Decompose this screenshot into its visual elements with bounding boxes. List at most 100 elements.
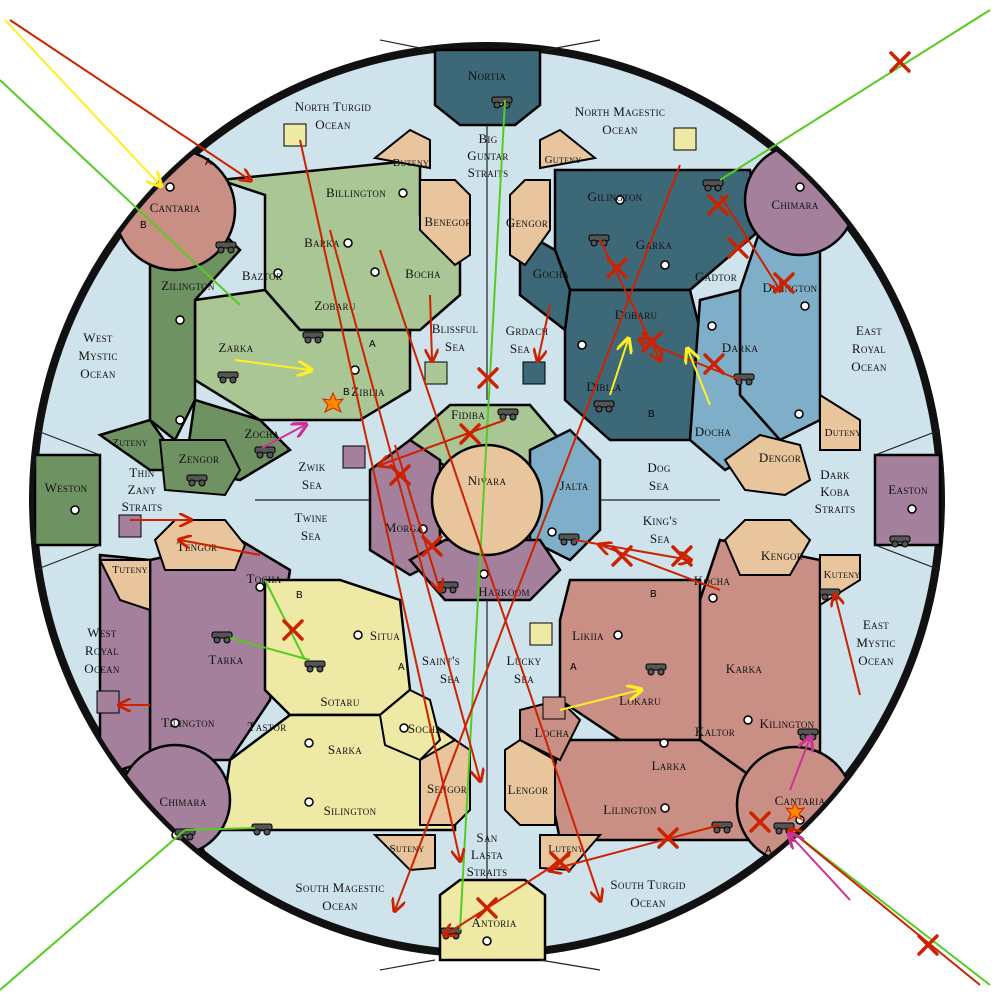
failed-order-x-icon [641, 331, 663, 353]
label-bocha-nw: Bocha [405, 266, 441, 281]
territory-sengor[interactable] [419, 738, 471, 826]
label-gengor: Gengor [506, 215, 548, 230]
label-gadtor: Gadtor [695, 269, 737, 284]
sea-thin-zany-line1: Thin [129, 465, 154, 480]
order-arrow-icon [538, 304, 551, 360]
territory-easton[interactable] [873, 453, 942, 547]
supply-center-icon [175, 415, 185, 425]
order-arrow-icon [394, 444, 440, 590]
label-chimara-sw: Chimara [159, 794, 206, 809]
supply-center-icon [70, 505, 80, 515]
territory-weston[interactable] [34, 453, 102, 547]
order-arrow-icon [719, 9, 991, 181]
fleet-icon [424, 361, 448, 385]
sea-east-royal-line3: Ocean [851, 359, 887, 374]
label-ziblia: Ziblia [351, 384, 385, 399]
fleet-icon [529, 622, 553, 646]
label-lokaru: Lokaru [619, 693, 661, 708]
label-kilington: Kilington [760, 716, 815, 731]
sea-thin-zany-line2: Zany [128, 482, 157, 497]
label-docha: Docha [695, 424, 732, 439]
artillery-unit-icon [211, 631, 233, 644]
sea-east-mystic-line2: Mystic [856, 635, 895, 650]
order-arrow-icon [790, 835, 851, 901]
territory-guteny[interactable] [539, 128, 598, 170]
fleet-icon [283, 123, 307, 147]
label-zobaru: Zobaru [314, 298, 355, 313]
territory-gengor[interactable] [509, 179, 551, 267]
artillery-unit-icon [702, 179, 724, 192]
label-locha: Locha [535, 725, 570, 740]
label-suteny: Suteny [389, 843, 424, 855]
sea-borders [34, 39, 941, 971]
label-nortia: Nortia [468, 68, 506, 83]
territory-nortia[interactable] [433, 48, 542, 127]
territory-nivara[interactable] [430, 443, 544, 557]
label-garka: Garka [636, 237, 673, 252]
sea-lucky-line1: Lucky [507, 653, 542, 668]
order-arrow-icon [459, 99, 506, 931]
fleet-markers [96, 123, 697, 720]
sea-lucky-line2: Sea [514, 671, 534, 686]
territory-dengor[interactable] [723, 433, 812, 497]
territory-antoria[interactable] [438, 878, 547, 962]
order-arrow-icon [835, 595, 861, 696]
order-arrow-icon [9, 19, 250, 180]
failed-order-x-icon [773, 272, 795, 294]
label-fidiba: Fidiba [451, 407, 485, 422]
sea-north-magestic-line2: Ocean [602, 122, 638, 137]
order-arrow-icon [789, 829, 991, 986]
marker-a: A [369, 339, 376, 350]
sea-west-royal-line2: Royal [85, 643, 119, 658]
failed-order-x-icon [889, 51, 911, 73]
order-arrow-icon [688, 350, 711, 406]
territory-zobaru[interactable] [193, 288, 412, 422]
sea-big-guntar-line2: Guntar [467, 148, 508, 163]
label-antoria: Antoria [471, 915, 517, 930]
sea-dog-line2: Sea [649, 478, 669, 493]
label-tarka: Tarka [209, 652, 244, 667]
sea-north-turgid-line2: Ocean [315, 117, 351, 132]
failed-order-x-icon [389, 464, 411, 486]
artillery-unit-icon [215, 241, 237, 254]
supply-center-icon [659, 738, 669, 748]
territory-kengor[interactable] [723, 519, 812, 576]
sea-west-mystic-line2: Mystic [78, 348, 117, 363]
marker-b: B [296, 590, 303, 601]
territory-zengor[interactable] [158, 439, 242, 497]
territory-tuteny[interactable] [98, 559, 151, 612]
order-arrow-icon [789, 738, 810, 791]
order-arrow-icon [184, 827, 256, 831]
territory-buteny[interactable] [372, 128, 431, 170]
artillery-unit-icon [302, 331, 324, 344]
sea-big-guntar-line1: Big [478, 131, 497, 146]
label-guteny: Guteny [545, 154, 582, 166]
sea-blissful-line1: Blissful [432, 321, 479, 336]
order-arrow-icon [550, 824, 721, 870]
sea-twine-line1: Twine [295, 510, 328, 525]
marker-a: A [765, 845, 772, 856]
marker-b: B [140, 220, 147, 231]
label-kocha: Kocha [694, 573, 731, 588]
supply-center-icon [613, 630, 623, 640]
territory-duteny[interactable] [819, 393, 861, 451]
artillery-unit-icon [593, 400, 615, 413]
supply-center-icon [398, 188, 408, 198]
order-arrow-icon [609, 340, 628, 396]
failed-order-x-icon [703, 353, 725, 375]
territory-benegor[interactable] [419, 179, 471, 267]
supply-center-icon [255, 582, 265, 592]
label-tuteny: Tuteny [112, 564, 148, 576]
territory-socha[interactable] [378, 688, 442, 762]
supply-center-icon [660, 803, 670, 813]
marker-a: A [398, 662, 405, 673]
label-weston: Weston [45, 480, 88, 495]
failed-order-x-icon [611, 545, 633, 567]
sea-grdach-line2: Sea [510, 341, 530, 356]
order-arrow-icon [380, 419, 506, 465]
artillery-unit-icon [645, 663, 667, 676]
artillery-unit-icon [491, 96, 513, 109]
failed-order-x-icon [727, 237, 749, 259]
sea-east-mystic-line1: East [863, 617, 889, 632]
fleet-icon [522, 361, 546, 385]
